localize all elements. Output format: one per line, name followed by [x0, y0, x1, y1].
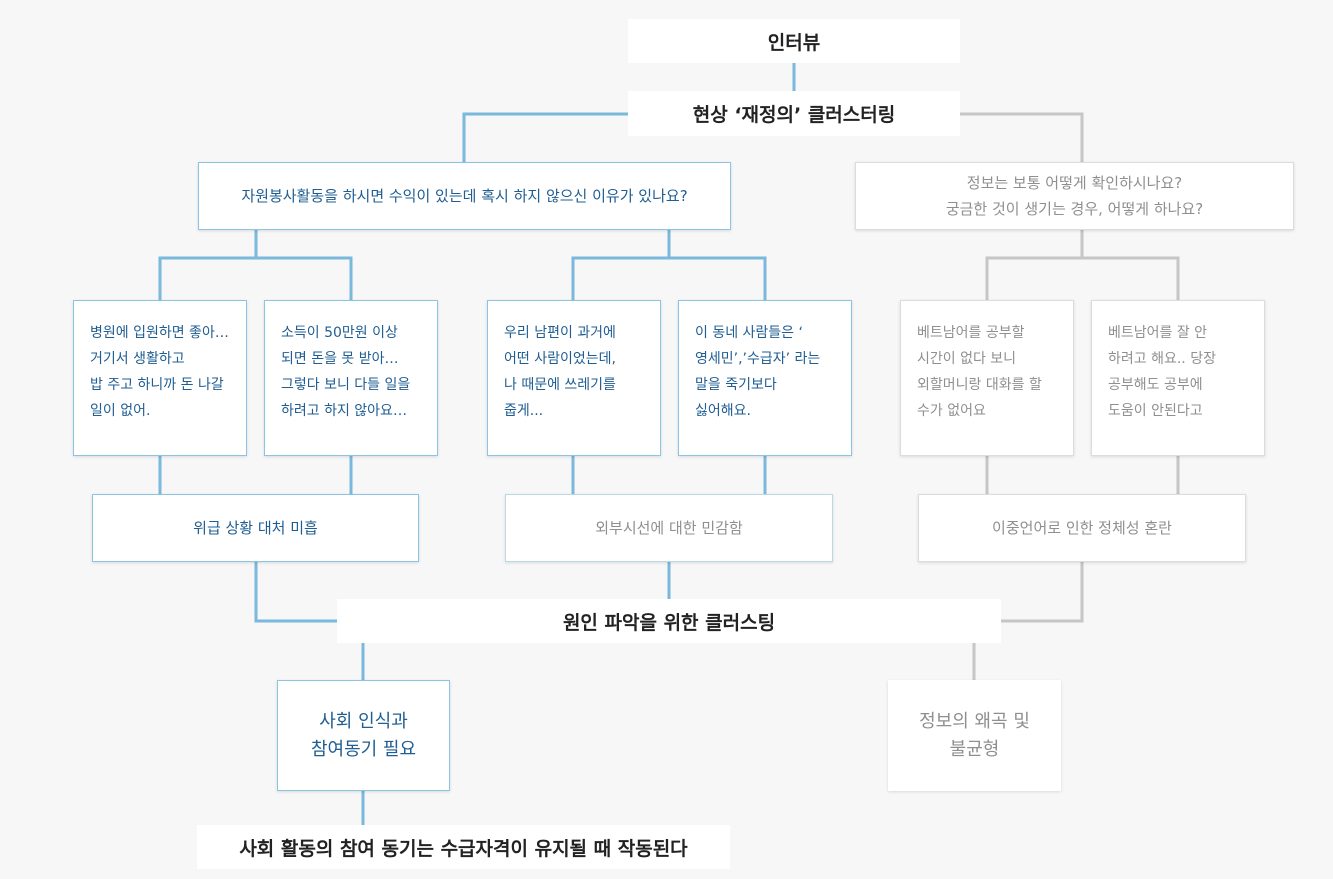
group-sensitivity-node: 외부시선에 대한 민감함 — [505, 494, 833, 562]
answer-vietnamese-time-node: 베트남어를 공부할 시간이 없다 보니 외할머니랑 대화를 할 수가 없어요 — [900, 300, 1074, 456]
cluster-cause-node: 원인 파악을 위한 클러스팅 — [337, 599, 1001, 643]
group-emergency-node: 위급 상황 대처 미흡 — [92, 494, 419, 562]
conclusion-node: 사회 활동의 참여 동기는 수급자격이 유지될 때 작동된다 — [197, 825, 730, 869]
cluster-redefine-node: 현상 ‘재정의’ 클러스터링 — [628, 91, 960, 136]
answer-income-node: 소득이 50만원 이상 되면 돈을 못 받아… 그렇다 보니 다들 일을 하려고… — [264, 300, 438, 456]
connector-left-branch — [158, 256, 353, 300]
answer-husband-node: 우리 남편이 과거에 어떤 사람이었는데, 나 때문에 쓰레기를 줍게... — [487, 300, 661, 456]
connector-mid-branch — [571, 256, 767, 300]
distortion-node: 정보의 왜곡 및 불균형 — [888, 680, 1061, 791]
answer-hospital-node: 병원에 입원하면 좋아… 거기서 생활하고 밥 주고 하니까 돈 나갈 일이 없… — [73, 300, 247, 456]
connector-cluster-volunteer — [462, 112, 628, 162]
need-node: 사회 인식과 참여동기 필요 — [277, 680, 450, 791]
connector-g1-cause — [254, 562, 337, 623]
connector-right-branch — [985, 256, 1180, 300]
answer-neighborhood-node: 이 동네 사람들은 ‘ 영세민’,’수급자’ 라는 말을 죽기보다 싫어해요. — [678, 300, 852, 456]
answer-vietnamese-study-node: 베트남어를 잘 안 하려고 해요.. 당장 공부해도 공부에 도움이 안된다고 — [1091, 300, 1265, 456]
connector-g3-cause — [1001, 562, 1084, 623]
group-identity-node: 이중언어로 인한 정체성 혼란 — [918, 494, 1246, 562]
interview-node: 인터뷰 — [628, 19, 960, 63]
connector-cluster-info — [960, 112, 1084, 162]
volunteer-question-node: 자원봉사활동을 하시면 수익이 있는데 혹시 하지 않으신 이유가 있나요? — [198, 162, 731, 230]
info-question-node: 정보는 보통 어떻게 확인하시나요? 궁금한 것이 생기는 경우, 어떻게 하나… — [855, 162, 1294, 230]
